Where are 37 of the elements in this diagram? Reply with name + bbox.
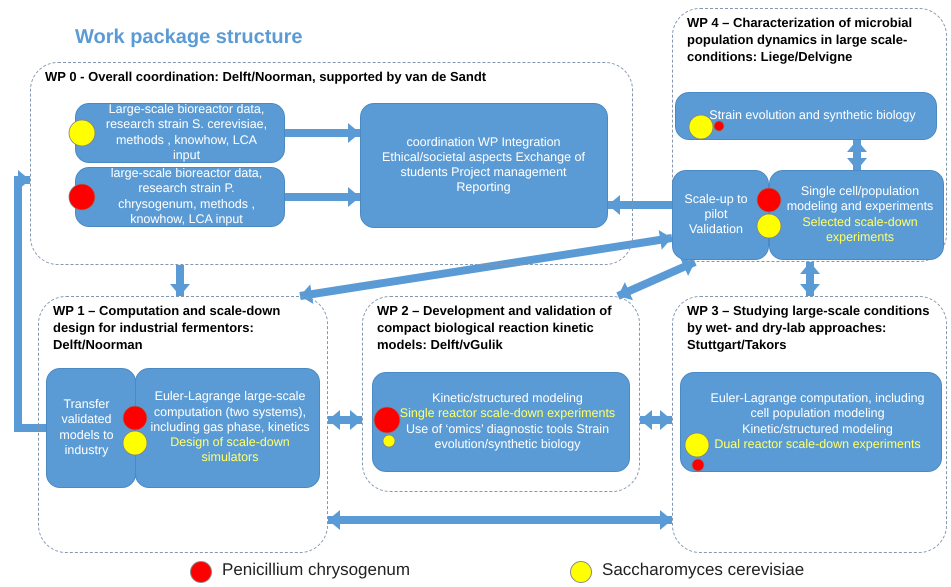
- box-text: Single cell/population modeling and experiments: [786, 184, 934, 214]
- box-text: Transfer validated models to industry: [58, 397, 115, 458]
- process-box: [134, 368, 320, 488]
- box-text: Selected scale-down experiments: [801, 214, 919, 245]
- process-box: [46, 368, 136, 488]
- box-text: Dual reactor scale-down experiments: [714, 436, 921, 452]
- panel-heading: WP 0 - Overall coordination: Delft/Noorman, supported by van de Sandt: [45, 69, 488, 86]
- box-text: Use of ‘omics’ diagnostic tools Strain evolution/synthetic biology: [404, 422, 610, 452]
- panel-heading: WP 3 – Studying large-scale conditions by wet- and dry-lab approaches: Stuttgart/Takors: [687, 303, 930, 354]
- work-package-panel: [30, 62, 633, 265]
- process-box: [360, 102, 608, 228]
- work-package-panel: [38, 296, 328, 553]
- panel-heading: WP 2 – Development and validation of compact biological reaction kinetic models: Delft/vGulik: [377, 303, 613, 354]
- process-box: [74, 102, 284, 162]
- work-package-panel: [672, 8, 947, 262]
- title: Work package structure: [75, 26, 302, 49]
- box-text: coordination WP Integration Ethical/societal aspects Exchange of students Project management Reporting: [381, 134, 586, 196]
- process-box: [768, 170, 944, 260]
- panel-heading: WP 4 – Characterization of microbial population dynamics in large scale-conditions: Liege/Delvigne: [687, 15, 914, 66]
- box-text: Scale-up to pilot Validation: [683, 192, 749, 238]
- box-text: Kinetic/structured modeling: [432, 391, 583, 406]
- legend-label: Saccharomyces cerevisiae: [602, 560, 804, 580]
- work-package-panel: [362, 296, 640, 492]
- process-box: [372, 372, 630, 472]
- process-box: [674, 92, 936, 140]
- process-box: [672, 170, 768, 260]
- legend-label: Penicillium chrysogenum: [222, 560, 410, 580]
- panel-heading: WP 1 – Computation and scale-down design for industrial fermentors: Delft/Noorman: [53, 303, 282, 354]
- process-box: [680, 372, 942, 472]
- work-package-panel: [672, 296, 947, 553]
- box-text: Strain evolution and synthetic biology: [709, 108, 916, 124]
- box-text: Euler-Lagrange large-scale computation (two systems), including gas phase, kinetics: [150, 389, 310, 436]
- box-text: Single reactor scale-down experiments: [400, 406, 616, 422]
- box-text: large-scale bioreactor data, research strain P. chrysogenum, methods , knowhow, LCA input: [110, 166, 264, 227]
- box-text: Design of scale-down simulators: [169, 435, 291, 466]
- box-text: Euler-Lagrange computation, including cell population modeling Kinetic/structured modeling: [709, 391, 926, 437]
- process-box: [74, 166, 284, 226]
